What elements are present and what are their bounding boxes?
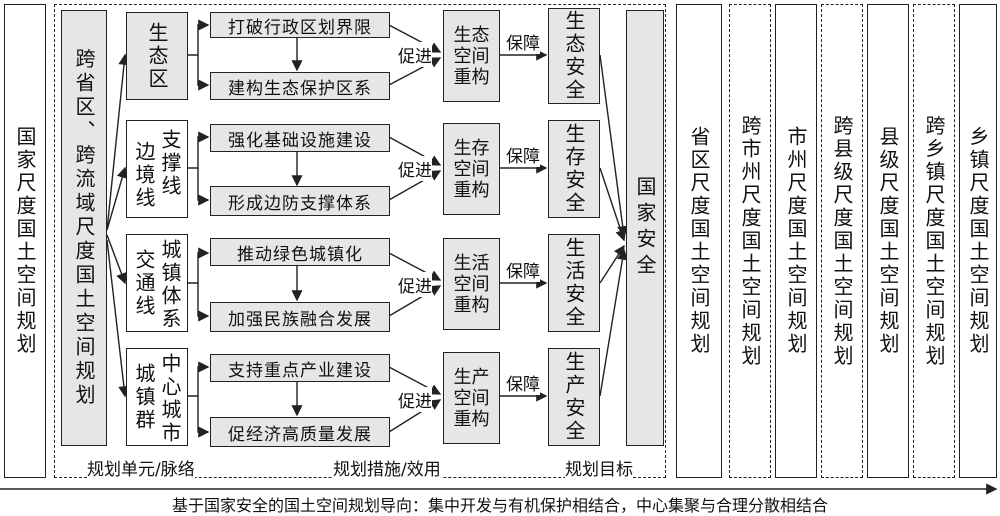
plan-province-text: 省区尺度国土空间规划 xyxy=(687,126,711,356)
security-survival-text: 生存安全 xyxy=(562,123,586,215)
label-planning-goal: 规划目标 xyxy=(565,455,633,480)
promote-label-3: 促进 xyxy=(398,272,432,297)
restructure-living-text: 生活空间重构 xyxy=(453,252,490,316)
plan-cross-city: 跨市州尺度国土空间规划 xyxy=(729,4,771,478)
plan-cross-county: 跨县级尺度国土空间规划 xyxy=(821,4,863,478)
plan-cross-township: 跨乡镇尺度国土空间规划 xyxy=(913,4,955,478)
unit-box-ecology: 生态区 xyxy=(126,12,188,100)
unit-central-city-label: 中心城市 xyxy=(158,353,182,445)
cross-region-plan-text: 跨省区、跨流域尺度国土空间规划 xyxy=(72,48,96,408)
unit-transport-line-label: 交通线 xyxy=(132,249,156,318)
national-plan-box: 国家尺度国土空间规划 xyxy=(4,4,46,478)
national-security-box: 国家安全 xyxy=(626,10,664,446)
unit-border-line-label: 边境线 xyxy=(132,141,156,210)
measure-4a: 支持重点产业建设 xyxy=(210,354,390,382)
security-ecology: 生态安全 xyxy=(548,8,600,104)
measure-1b: 建构生态保护区系 xyxy=(210,72,390,100)
cross-region-plan-box: 跨省区、跨流域尺度国土空间规划 xyxy=(61,10,107,446)
plan-county-text: 县级尺度国土空间规划 xyxy=(876,126,900,356)
restructure-production: 生产空间重构 xyxy=(443,352,500,444)
national-security-text: 国家安全 xyxy=(633,176,657,280)
unit-ecology-label: 生态区 xyxy=(145,21,169,91)
guarantee-label-2: 保障 xyxy=(506,142,540,167)
national-plan-text: 国家尺度国土空间规划 xyxy=(13,126,37,356)
unit-urban-cluster-label: 城镇群 xyxy=(132,363,156,432)
restructure-production-text: 生产空间重构 xyxy=(453,366,490,430)
unit-support-line-label: 支撑线 xyxy=(158,129,182,198)
restructure-survival: 生存空间重构 xyxy=(443,123,500,215)
guarantee-label-1: 保障 xyxy=(506,29,540,54)
guarantee-label-4: 保障 xyxy=(506,370,540,395)
promote-label-2: 促进 xyxy=(398,156,432,181)
measure-3a: 推动绿色城镇化 xyxy=(210,238,390,266)
unit-box-border: 支撑线 边境线 xyxy=(126,120,188,218)
security-living-text: 生活安全 xyxy=(562,237,586,329)
plan-township-text: 乡镇尺度国土空间规划 xyxy=(966,126,990,356)
security-living: 生活安全 xyxy=(548,234,600,332)
restructure-living: 生活空间重构 xyxy=(443,238,500,330)
plan-cross-county-text: 跨县级尺度国土空间规划 xyxy=(830,114,854,368)
security-production: 生产安全 xyxy=(548,348,600,446)
unit-urban-system-label: 城镇体系 xyxy=(158,239,182,331)
security-survival: 生存安全 xyxy=(548,120,600,218)
label-planning-units: 规划单元/脉络 xyxy=(87,455,195,480)
security-production-text: 生产安全 xyxy=(562,351,586,443)
restructure-ecology: 生态空间重构 xyxy=(443,10,500,102)
plan-city-text: 市州尺度国土空间规划 xyxy=(784,126,808,356)
restructure-survival-text: 生存空间重构 xyxy=(453,137,490,201)
plan-cross-township-text: 跨乡镇尺度国土空间规划 xyxy=(922,114,946,368)
plan-county: 县级尺度国土空间规划 xyxy=(867,4,909,478)
guarantee-label-3: 保障 xyxy=(506,257,540,282)
plan-cross-city-text: 跨市州尺度国土空间规划 xyxy=(738,114,762,368)
measure-4b: 促经济高质量发展 xyxy=(210,417,390,447)
measure-1a: 打破行政区划界限 xyxy=(210,12,390,38)
plan-province: 省区尺度国土空间规划 xyxy=(676,4,722,478)
security-ecology-text: 生态安全 xyxy=(562,10,586,102)
measure-2a: 强化基础设施建设 xyxy=(210,124,390,152)
unit-box-urban-cluster: 中心城市 城镇群 xyxy=(126,348,188,446)
plan-township: 乡镇尺度国土空间规划 xyxy=(959,4,997,478)
promote-label-4: 促进 xyxy=(398,387,432,412)
label-planning-measures: 规划措施/效用 xyxy=(333,455,441,480)
restructure-ecology-text: 生态空间重构 xyxy=(453,24,490,88)
measure-2b: 形成边防支撑体系 xyxy=(210,186,390,216)
plan-city: 市州尺度国土空间规划 xyxy=(775,4,817,478)
unit-box-transport: 城镇体系 交通线 xyxy=(126,234,188,332)
measure-3b: 加强民族融合发展 xyxy=(210,302,390,332)
promote-label-1: 促进 xyxy=(398,42,432,67)
footer-caption: 基于国家安全的国土空间规划导向：集中开发与有机保护相结合，中心集聚与合理分散相结… xyxy=(171,496,828,515)
